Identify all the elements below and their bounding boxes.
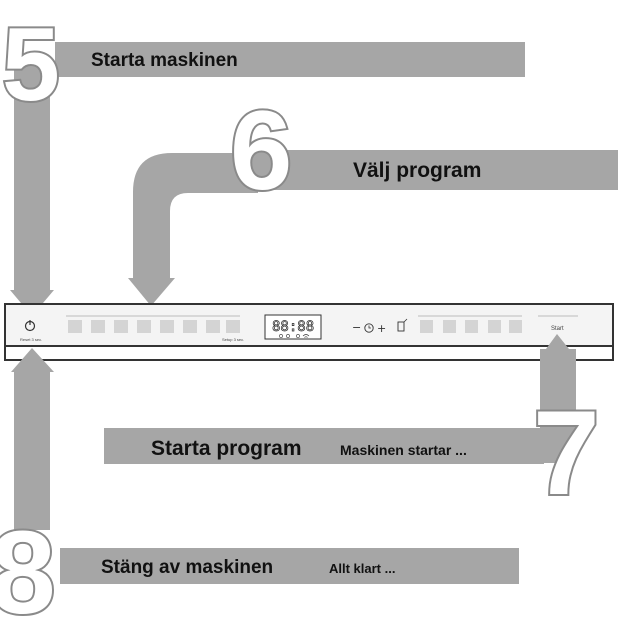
step-7-callout: 7 Starta program Maskinen startar ... bbox=[104, 334, 602, 522]
step-5-connector bbox=[14, 60, 50, 292]
step-8-number: 8 bbox=[0, 507, 56, 620]
display-status-icons bbox=[279, 334, 310, 338]
program-keys[interactable] bbox=[68, 320, 240, 333]
step-8-callout: 8 Stäng av maskinen Allt klart ... bbox=[0, 348, 519, 620]
option-keys[interactable] bbox=[420, 320, 522, 333]
step-7-subtitle: Maskinen startar ... bbox=[340, 442, 467, 458]
panel-bottom-rail bbox=[4, 345, 614, 361]
control-panel: Reset 3 sec. Setup 3 sec. 88:88 bbox=[4, 303, 614, 361]
step-5-callout: 5 Starta maskinen bbox=[0, 5, 525, 316]
step-5-title: Starta maskinen bbox=[91, 50, 238, 71]
step-8-banner bbox=[60, 548, 519, 584]
display-digits: 88:88 bbox=[272, 319, 314, 335]
step-6-callout: 6 Välj program bbox=[128, 86, 618, 306]
clock-hands bbox=[368, 325, 371, 329]
step-5-number: 5 bbox=[2, 7, 60, 123]
step-6-arrowhead bbox=[128, 278, 175, 306]
timer-control[interactable]: − + bbox=[352, 321, 386, 335]
display: 88:88 bbox=[264, 314, 322, 340]
option-key[interactable] bbox=[465, 320, 478, 333]
program-key[interactable] bbox=[226, 320, 240, 333]
program-key[interactable] bbox=[183, 320, 197, 333]
water-icon bbox=[296, 334, 300, 338]
clock-icon bbox=[364, 323, 374, 333]
step-5-banner bbox=[55, 42, 525, 77]
step-7-connector bbox=[540, 349, 576, 463]
option-key[interactable] bbox=[509, 320, 522, 333]
timer-plus-button[interactable]: + bbox=[377, 322, 386, 335]
program-key[interactable] bbox=[68, 320, 82, 333]
salt-icon bbox=[279, 334, 283, 338]
wifi-icon bbox=[302, 334, 310, 338]
step-7-banner bbox=[104, 428, 544, 464]
program-key[interactable] bbox=[137, 320, 151, 333]
program-key[interactable] bbox=[160, 320, 174, 333]
step-7-title: Starta program bbox=[151, 437, 302, 460]
option-key[interactable] bbox=[443, 320, 456, 333]
door-open-button[interactable] bbox=[397, 318, 408, 332]
step-8-connector bbox=[14, 370, 50, 530]
step-7-arrowhead bbox=[546, 334, 569, 349]
door-icon bbox=[397, 321, 405, 332]
program-key[interactable] bbox=[206, 320, 220, 333]
step-6-number: 6 bbox=[230, 88, 292, 213]
program-key[interactable] bbox=[91, 320, 105, 333]
step-8-title: Stäng av maskinen bbox=[101, 557, 273, 578]
setup-label: Setup 3 sec. bbox=[222, 337, 244, 342]
step-8-subtitle: Allt klart ... bbox=[329, 561, 395, 576]
step-6-banner bbox=[258, 150, 618, 190]
step-8-arrowhead bbox=[11, 348, 54, 372]
option-key[interactable] bbox=[420, 320, 433, 333]
power-button[interactable] bbox=[24, 320, 36, 332]
timer-minus-button[interactable]: − bbox=[352, 321, 361, 334]
step-6-connector bbox=[133, 153, 258, 280]
start-button[interactable]: Start bbox=[551, 326, 564, 332]
option-key[interactable] bbox=[488, 320, 501, 333]
door-icon-arrow bbox=[403, 318, 408, 323]
power-label: Reset 3 sec. bbox=[20, 337, 42, 342]
rinse-icon bbox=[286, 334, 290, 338]
program-key[interactable] bbox=[114, 320, 128, 333]
display-frame bbox=[264, 314, 322, 340]
step-7-number: 7 bbox=[533, 386, 600, 520]
step-6-title: Välj program bbox=[353, 159, 481, 182]
